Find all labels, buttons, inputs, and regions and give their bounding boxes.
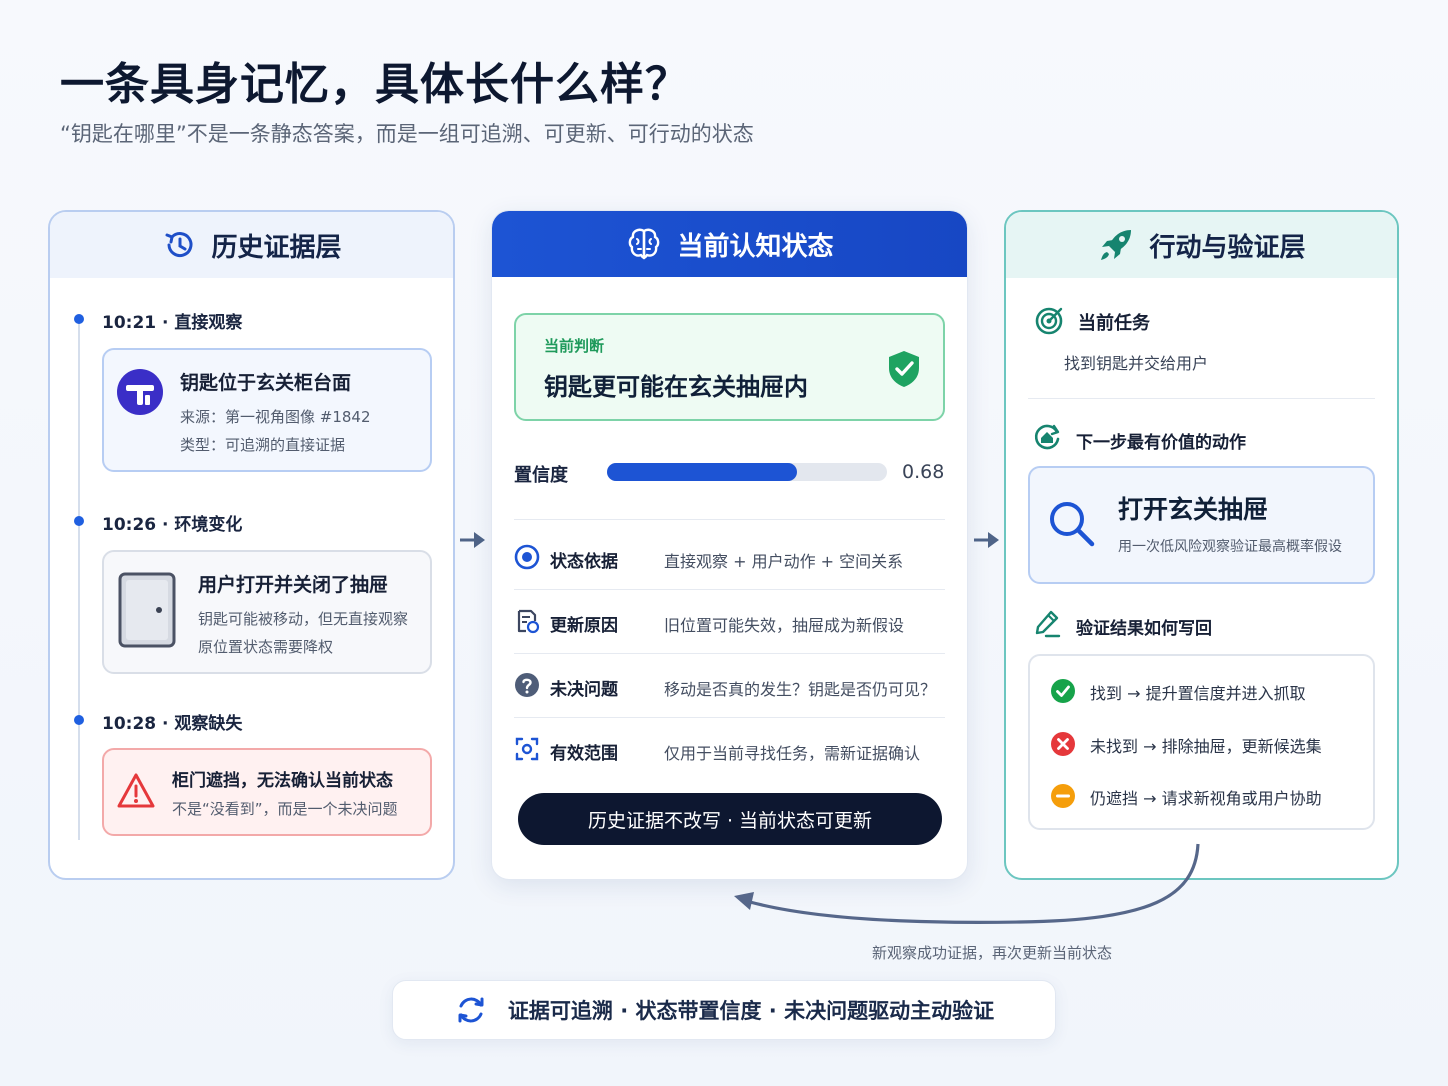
next-action-title: 打开玄关抽屉 — [1118, 495, 1269, 524]
event-title: 用户打开并关闭了抽屉 — [198, 574, 389, 596]
refresh-icon — [458, 997, 484, 1023]
summary-text: 证据可追溯 · 状态带置信度 · 未决问题驱动主动验证 — [507, 999, 995, 1023]
cognition-panel-header: 当前认知状态 — [492, 211, 967, 277]
action-panel-title: 行动与验证层 — [1149, 232, 1306, 263]
pen-icon — [1035, 610, 1061, 638]
history-panel-header: 历史证据层 — [50, 212, 453, 278]
row-text: 移动是否真的发生？钥匙是否仍可见？ — [664, 680, 937, 699]
verdict-text: 钥匙更可能在玄关抽屉内 — [544, 373, 808, 401]
row-text: 旧位置可能失效，抽屉成为新假设 — [664, 616, 905, 635]
event-title: 柜门遮挡，无法确认当前状态 — [172, 771, 393, 791]
page-subtitle: “钥匙在哪里”不是一条静态答案，而是一组可追溯、可更新、可行动的状态 — [60, 122, 754, 146]
confidence-bar — [607, 463, 887, 481]
outcomes-card: 找到 → 提升置信度并进入抓取 未找到 → 排除抽屉，更新候选集 仍遮挡 → 请… — [1028, 654, 1375, 830]
row-text: 仅用于当前寻找任务，需新证据确认 — [664, 744, 921, 763]
timeline-dot — [74, 516, 84, 526]
key-tag-icon — [117, 369, 163, 415]
cognition-panel: 当前认知状态 当前判断 钥匙更可能在玄关抽屉内 置信度 0.68 状态依据 直接… — [491, 210, 968, 880]
row-label: 有效范围 — [550, 744, 618, 764]
flow-arrow-icon — [974, 532, 999, 548]
minus-circle-icon — [1051, 784, 1075, 808]
event-note: 钥匙可能被移动，但无直接观察 — [198, 610, 409, 628]
row-label: 更新原因 — [550, 616, 618, 636]
loop-back-arrow-icon — [734, 843, 1200, 924]
event-card-missing: 柜门遮挡，无法确认当前状态 不是“没看到”，而是一个未决问题 — [102, 748, 432, 836]
task-text: 找到钥匙并交给用户 — [1064, 354, 1209, 373]
document-refresh-icon — [517, 609, 540, 634]
cognition-panel-title: 当前认知状态 — [677, 231, 834, 262]
target-icon — [1035, 307, 1063, 335]
history-panel: 历史证据层 10:21 · 直接观察 钥匙位于玄关柜台面 来源：第一视角图像 #… — [48, 210, 455, 880]
principle-pill: 历史证据不改写 · 当前状态可更新 — [518, 793, 942, 845]
outcome-occluded: 仍遮挡 → 请求新视角或用户协助 — [1090, 789, 1322, 808]
event-note: 不是“没看到”，而是一个未决问题 — [172, 800, 398, 818]
page-title: 一条具身记忆，具体长什么样？ — [60, 59, 690, 110]
history-icon — [165, 232, 193, 258]
divider — [1028, 398, 1375, 399]
next-action-desc: 用一次低风险观察验证最高概率假设 — [1118, 539, 1342, 555]
next-action-icon — [1034, 424, 1060, 450]
timeline-label: 10:21 · 直接观察 — [102, 313, 243, 333]
divider — [514, 519, 945, 520]
event-card-observation: 钥匙位于玄关柜台面 来源：第一视角图像 #1842 类型：可追溯的直接证据 — [102, 348, 432, 472]
verdict-label: 当前判断 — [544, 337, 605, 355]
timeline-dot — [74, 715, 84, 725]
action-panel-header: 行动与验证层 — [1006, 212, 1397, 278]
row-label: 状态依据 — [550, 552, 618, 572]
shield-check-icon — [889, 351, 919, 387]
confidence-value: 0.68 — [902, 461, 945, 483]
cross-circle-icon — [1051, 732, 1075, 756]
check-circle-icon — [1051, 679, 1075, 703]
event-type: 类型：可追溯的直接证据 — [180, 436, 346, 454]
writeback-label: 验证结果如何写回 — [1076, 619, 1212, 639]
scope-icon — [515, 737, 539, 761]
search-icon — [1050, 502, 1095, 547]
history-panel-title: 历史证据层 — [211, 232, 342, 263]
timeline-line — [78, 320, 80, 840]
confidence-label: 置信度 — [514, 465, 568, 486]
timeline-label: 10:28 · 观察缺失 — [102, 714, 243, 734]
loop-back-label: 新观察成功证据，再次更新当前状态 — [872, 944, 1113, 962]
timeline-dot — [74, 314, 84, 324]
divider — [514, 717, 945, 718]
timeline-label: 10:26 · 环境变化 — [102, 515, 243, 535]
warning-icon — [117, 773, 155, 808]
event-source: 来源：第一视角图像 #1842 — [180, 408, 371, 426]
row-label: 未决问题 — [550, 680, 618, 700]
rocket-icon — [1101, 230, 1132, 260]
action-panel: 行动与验证层 当前任务 找到钥匙并交给用户 下一步最有价值的动作 打开玄关抽屉 … — [1004, 210, 1399, 880]
next-action-label: 下一步最有价值的动作 — [1076, 433, 1246, 453]
outcome-not-found: 未找到 → 排除抽屉，更新候选集 — [1090, 737, 1322, 756]
current-verdict-card: 当前判断 钥匙更可能在玄关抽屉内 — [514, 313, 945, 421]
event-card-change: 用户打开并关闭了抽屉 钥匙可能被移动，但无直接观察 原位置状态需要降权 — [102, 550, 432, 674]
divider — [514, 589, 945, 590]
event-title: 钥匙位于玄关柜台面 — [180, 372, 352, 394]
row-text: 直接观察 + 用户动作 + 空间关系 — [664, 552, 904, 571]
door-icon — [118, 572, 176, 648]
divider — [514, 653, 945, 654]
next-action-card: 打开玄关抽屉 用一次低风险观察验证最高概率假设 — [1028, 466, 1375, 584]
question-icon — [515, 673, 539, 697]
target-dot-icon — [514, 544, 540, 570]
outcome-found: 找到 → 提升置信度并进入抓取 — [1090, 684, 1306, 703]
brain-icon — [629, 228, 660, 260]
event-note: 原位置状态需要降权 — [198, 638, 334, 656]
confidence-bar-fill — [607, 463, 798, 481]
flow-arrow-icon — [460, 532, 485, 548]
summary-footer: 证据可追溯 · 状态带置信度 · 未决问题驱动主动验证 — [392, 980, 1056, 1040]
task-label: 当前任务 — [1078, 313, 1150, 334]
